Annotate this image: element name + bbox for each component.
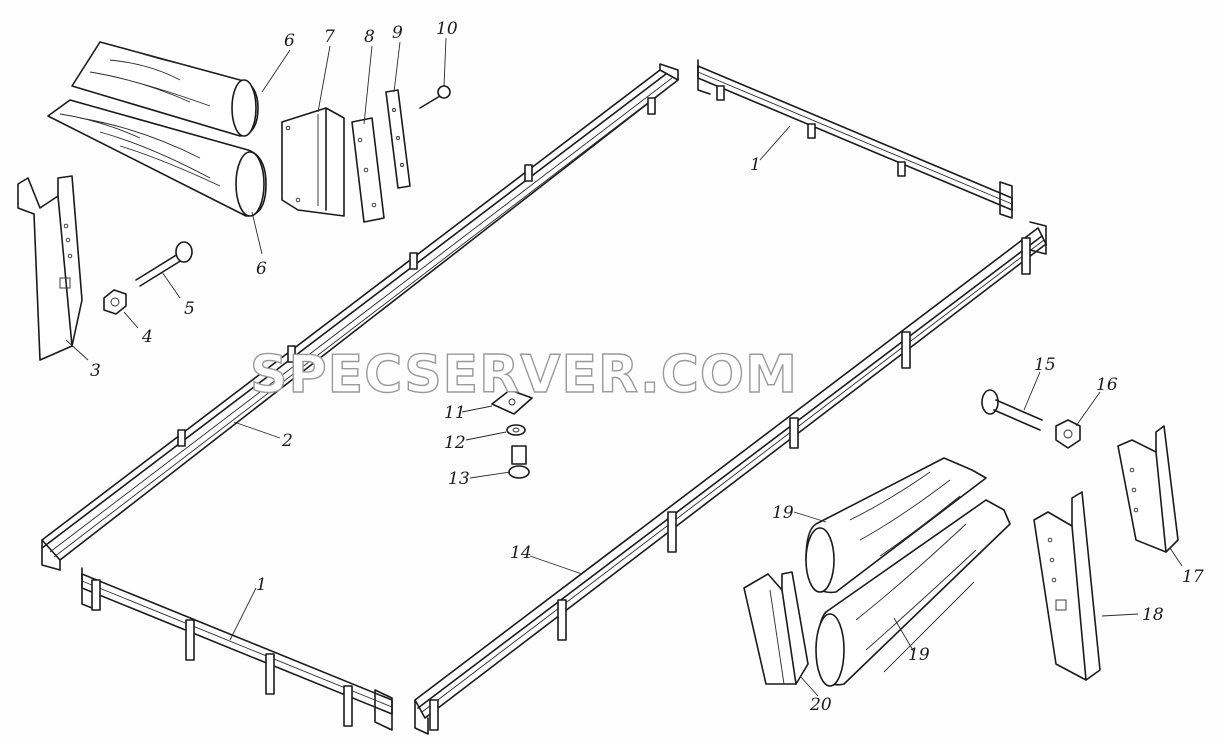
part-2-left-side-rail [41, 63, 679, 571]
part-1-front-end-rail [81, 567, 393, 731]
callout-14: 14 [510, 543, 532, 563]
part-10-screw [419, 85, 451, 109]
part-18-stake [1033, 491, 1101, 681]
part-7-bracket [281, 107, 345, 217]
callout-labels: 6 7 8 9 10 6 5 4 3 2 1 1 11 12 13 14 15 … [90, 19, 1204, 715]
callout-5: 5 [184, 299, 195, 319]
part-11-washer-plate [491, 389, 533, 415]
callout-12: 12 [444, 433, 466, 453]
callout-6-bottom: 6 [256, 259, 267, 279]
part-6-wood-blocks [47, 41, 267, 217]
part-3-stake [17, 175, 83, 361]
callout-4: 4 [141, 327, 153, 347]
callout-13: 13 [448, 469, 470, 489]
part-16-nut [1055, 419, 1081, 449]
part-19-wood-blocks [805, 457, 1011, 687]
callout-1-top: 1 [750, 155, 761, 175]
callout-8: 8 [364, 27, 375, 47]
part-17-stake [1117, 425, 1179, 553]
part-14-right-side-rail [414, 221, 1047, 735]
callout-16: 16 [1096, 375, 1118, 395]
callout-3: 3 [90, 361, 101, 381]
callout-9: 9 [392, 23, 403, 43]
callout-11: 11 [444, 403, 466, 423]
part-20-bracket [743, 571, 809, 685]
callout-6-top: 6 [284, 31, 295, 51]
callout-20: 20 [809, 695, 832, 715]
part-5-bolt [135, 241, 193, 287]
callout-15: 15 [1034, 355, 1056, 375]
callout-17: 17 [1182, 567, 1204, 587]
part-1-rear-end-rail [697, 59, 1013, 219]
part-9-strip [385, 89, 411, 189]
callout-2: 2 [281, 431, 293, 451]
callout-leaders [65, 37, 1183, 697]
part-12-washer [506, 424, 526, 436]
watermark-text: SPECSERVER.COM [250, 345, 798, 405]
callout-7: 7 [324, 27, 335, 47]
callout-19-bottom: 19 [908, 645, 930, 665]
part-8-plate [351, 117, 385, 223]
callout-18: 18 [1142, 605, 1164, 625]
part-13-bolt [508, 445, 530, 479]
callout-19-top: 19 [772, 503, 794, 523]
part-4-nut [103, 289, 127, 315]
callout-1-bottom: 1 [256, 575, 267, 595]
part-15-bolt [981, 389, 1043, 431]
callout-10: 10 [436, 19, 458, 39]
